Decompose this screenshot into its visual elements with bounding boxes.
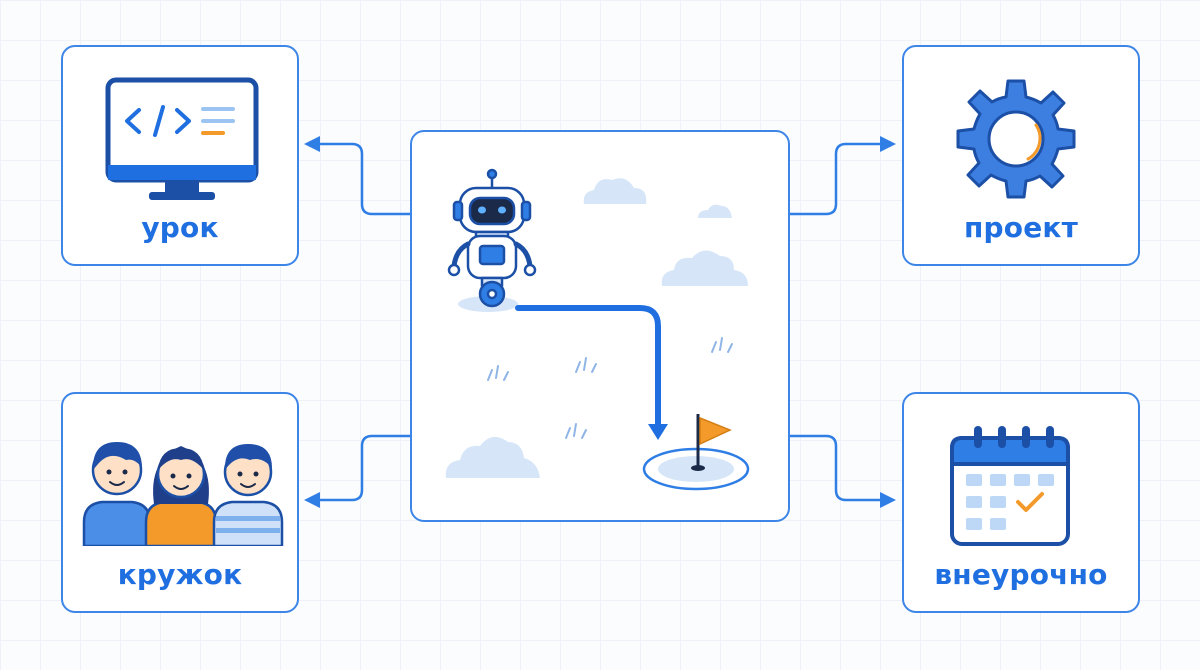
children-group-icon: [82, 442, 284, 546]
robot-path-to-flag-illustration: [445, 168, 750, 491]
lesson-label: урок: [141, 211, 219, 244]
cloud: [698, 204, 732, 218]
club-label: кружок: [117, 558, 243, 591]
project-card[interactable]: проект: [902, 45, 1140, 266]
arrow-to-club: [316, 434, 412, 502]
flag: [699, 416, 732, 446]
arrowhead-project: [880, 136, 896, 152]
extracurricular-card[interactable]: внеурочно: [902, 392, 1140, 613]
gear-icon: [956, 79, 1076, 199]
grass: [565, 423, 587, 439]
computer-code-icon: [105, 77, 259, 200]
grass: [575, 357, 597, 373]
calendar-check-icon: [950, 426, 1070, 546]
extracurricular-label: внеурочно: [934, 558, 1108, 591]
child-middle: [144, 446, 218, 546]
project-label: проект: [963, 211, 1079, 244]
path-line: [515, 305, 661, 427]
arrow-to-lesson: [316, 142, 412, 216]
child-left: [82, 442, 152, 546]
grass: [487, 365, 509, 381]
cloud: [661, 250, 748, 286]
cloud: [583, 178, 647, 204]
lesson-card[interactable]: урок: [61, 45, 299, 266]
arrow-to-extracurricular: [788, 434, 882, 502]
arrow-to-project: [788, 142, 882, 216]
arrowhead-extracurricular: [880, 492, 896, 508]
center-panel: [410, 130, 790, 522]
robot: [447, 168, 537, 308]
grass: [711, 337, 733, 353]
cloud: [445, 436, 540, 478]
arrowhead-club: [304, 492, 320, 508]
path-arrowhead: [648, 424, 668, 440]
club-card[interactable]: кружок: [61, 392, 299, 613]
arrowhead-lesson: [304, 136, 320, 152]
child-right: [212, 444, 284, 546]
